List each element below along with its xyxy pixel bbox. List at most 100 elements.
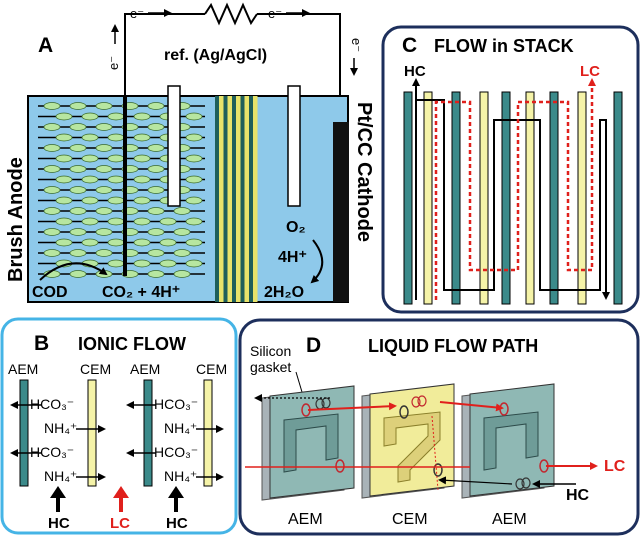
- hc-flow-arrow: [50, 486, 66, 512]
- bacteria-bead: [147, 207, 165, 215]
- bacteria-bead: [55, 133, 73, 142]
- aem-membrane: [613, 91, 623, 305]
- bacteria-bead: [133, 238, 151, 247]
- hc-label: HC: [48, 515, 70, 532]
- bacteria-bead: [133, 259, 151, 268]
- bacteria-bead: [55, 238, 73, 247]
- bacteria-bead: [95, 102, 113, 110]
- panel-c-title: FLOW in STACK: [434, 36, 574, 56]
- panel-b: B IONIC FLOW AEM CEM AEM CEM HCO₃⁻ NH₄⁺ …: [0, 317, 238, 535]
- bacteria-bead: [147, 123, 165, 131]
- bacteria-bead: [43, 249, 61, 257]
- bacteria-bead: [69, 207, 87, 215]
- electron-label-top-right: e⁻: [268, 6, 282, 21]
- aem-label-left: AEM: [8, 361, 38, 377]
- bacteria-bead: [55, 196, 73, 205]
- bacteria-bead: [95, 228, 113, 236]
- bacteria-bead: [159, 259, 177, 268]
- bacteria-bead: [81, 238, 99, 247]
- bacteria-bead: [69, 102, 87, 110]
- cem-membrane: [479, 91, 489, 305]
- anode-products-label: CO₂ + 4H⁺: [102, 284, 180, 301]
- bacteria-bead: [147, 270, 165, 278]
- bacteria-bead: [69, 228, 87, 236]
- lc-internal-path: [431, 415, 439, 491]
- aem-membrane: [403, 91, 413, 305]
- external-circuit-wire-right: [257, 13, 341, 120]
- bacteria-bead: [173, 228, 191, 236]
- bacteria-bead: [133, 217, 151, 226]
- cem-membrane: [525, 91, 535, 305]
- ammonium-label: NH₄⁺: [164, 420, 197, 436]
- bacteria-bead: [107, 196, 125, 205]
- lc-label: LC: [110, 515, 130, 532]
- bacteria-bead: [95, 123, 113, 131]
- bacteria-bead: [147, 102, 165, 110]
- bacteria-bead: [43, 144, 61, 152]
- panel-c-letter: C: [402, 34, 417, 57]
- bicarbonate-label: HCO₃⁻: [30, 396, 74, 412]
- bacteria-bead: [107, 175, 125, 184]
- panel-a-letter: A: [38, 34, 53, 57]
- ammonium-label: NH₄⁺: [164, 468, 197, 484]
- panel-b-title: IONIC FLOW: [78, 334, 186, 354]
- aem-membrane: [501, 91, 511, 305]
- aem-plate-right: [461, 383, 555, 499]
- bicarbonate-label: HCO₃⁻: [154, 396, 198, 412]
- cod-oxidation-arrow: [39, 262, 108, 281]
- bacteria-bead: [69, 144, 87, 152]
- panel-d-title: LIQUID FLOW PATH: [368, 336, 538, 356]
- electron-label-left: e⁻: [106, 56, 121, 70]
- reference-electrode-label: ref. (Ag/AgCl): [164, 47, 267, 64]
- bacteria-bead: [147, 144, 165, 152]
- bacteria-bead: [147, 165, 165, 173]
- aem-membrane: [549, 91, 559, 305]
- separator-stripe-dark: [249, 96, 253, 302]
- cem-plate: [361, 383, 455, 499]
- bacteria-bead: [95, 165, 113, 173]
- separator-stripe-yellow: [236, 96, 241, 302]
- hc-flow-arrow: [168, 486, 184, 512]
- bacteria-bead: [55, 217, 73, 226]
- oxygen-reduction-arrow: [310, 239, 324, 284]
- panel-a: e⁻ e⁻ e⁻ e⁻ A ref. (Ag/AgCl) Brush Anode…: [5, 2, 375, 303]
- lc-transfer-arrow: [307, 402, 397, 411]
- bacteria-bead: [69, 123, 87, 131]
- bacteria-bead: [69, 186, 87, 194]
- bacteria-bead: [107, 238, 125, 247]
- bacteria-bead: [95, 186, 113, 194]
- ammonium-label: NH₄⁺: [44, 420, 77, 436]
- bacteria-bead: [147, 228, 165, 236]
- cem-label: CEM: [392, 511, 428, 528]
- bacteria-bead: [185, 175, 203, 184]
- bacteria-bead: [133, 133, 151, 142]
- cem-membrane: [577, 91, 587, 305]
- bacteria-bead: [173, 207, 191, 215]
- aem-membrane: [19, 379, 29, 487]
- bacteria-bead: [133, 112, 151, 121]
- bacteria-bead: [95, 207, 113, 215]
- bacteria-bead: [133, 154, 151, 163]
- gasket-label-line2: gasket: [250, 359, 291, 375]
- panel-b-letter: B: [34, 332, 49, 355]
- bacteria-bead: [69, 249, 87, 257]
- aem-label-right: AEM: [492, 511, 527, 528]
- separator-stripe-dark: [240, 96, 245, 302]
- bacteria-bead: [43, 123, 61, 131]
- hc-label: HC: [166, 515, 188, 532]
- bacteria-bead: [185, 217, 203, 226]
- cod-label: COD: [32, 284, 68, 301]
- cem-label-right: CEM: [196, 361, 227, 377]
- bacteria-bead: [147, 249, 165, 257]
- separator-membranes: [215, 96, 258, 302]
- separator-stripe-yellow: [219, 96, 224, 302]
- separator-stripe-dark: [215, 96, 219, 302]
- bacteria-bead: [185, 196, 203, 205]
- bacteria-bead: [107, 133, 125, 142]
- cathode-plate: [333, 122, 349, 302]
- hc-label: HC: [404, 63, 426, 80]
- separator-stripe-yellow: [227, 96, 232, 302]
- panel-d: D LIQUID FLOW PATH Silicon gasket: [238, 318, 640, 536]
- bacteria-bead: [43, 165, 61, 173]
